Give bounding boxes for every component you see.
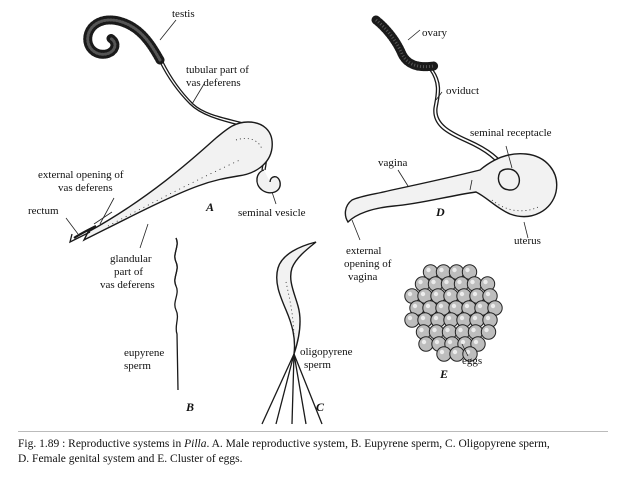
egg-highlight [485, 291, 491, 297]
label-tubular-part-2: vas deferens [186, 77, 241, 89]
oligopyrene-sperm [261, 241, 323, 425]
egg-highlight [433, 315, 439, 321]
egg-highlight [465, 267, 470, 273]
egg-highlight [420, 315, 426, 321]
egg-highlight [490, 303, 496, 309]
seminal-receptacle [497, 168, 521, 191]
egg-highlight [464, 303, 470, 309]
label-external-opening-vagina-3: vagina [348, 271, 377, 283]
ovary [371, 15, 439, 72]
egg-highlight [445, 327, 450, 333]
label-external-opening-2: vas deferens [58, 182, 113, 194]
label-seminal-vesicle: seminal vesicle [238, 207, 306, 219]
egg-cluster [404, 264, 503, 362]
egg-highlight [407, 315, 413, 321]
egg-highlight [483, 279, 488, 285]
egg-highlight [447, 339, 453, 345]
label-rectum: rectum [28, 205, 59, 217]
label-glandular: glandular [110, 253, 152, 265]
female-genital-system [344, 15, 558, 241]
egg-highlight [444, 279, 449, 285]
egg-highlight [452, 267, 457, 273]
label-oligopyrene-2: sperm [304, 359, 331, 371]
egg-highlight [421, 339, 427, 345]
egg-highlight [407, 291, 413, 297]
egg [462, 346, 478, 362]
egg-highlight [425, 303, 431, 309]
egg [418, 336, 434, 352]
label-eupyrene: eupyrene [124, 347, 164, 359]
egg-highlight [420, 291, 426, 297]
caption-divider [18, 431, 608, 432]
egg-highlight [418, 279, 423, 285]
panel-label-d: D [435, 205, 445, 219]
egg-highlight [412, 303, 418, 309]
label-external-opening: external opening of [38, 169, 124, 181]
egg-highlight [471, 327, 476, 333]
label-glandular-3: vas deferens [100, 279, 155, 291]
egg-highlight [470, 279, 475, 285]
egg [404, 312, 420, 328]
label-oviduct: oviduct [446, 85, 479, 97]
egg-highlight [434, 339, 440, 345]
egg-highlight [438, 303, 444, 309]
egg-highlight [460, 339, 466, 345]
egg-highlight [457, 279, 462, 285]
label-glandular-2: part of [114, 266, 143, 278]
caption-line1: . A. Male reproductive system, B. Eupyre… [206, 438, 550, 450]
egg-highlight [433, 291, 439, 297]
panel-label-c: C [316, 400, 325, 414]
egg-highlight [431, 279, 436, 285]
glandular-vas-deferens [82, 121, 273, 242]
egg-highlight [477, 303, 483, 309]
egg-highlight [432, 327, 437, 333]
panel-label-b: B [185, 400, 194, 414]
label-tubular-part: tubular part of [186, 64, 249, 76]
egg-highlight [473, 339, 479, 345]
egg-highlight [452, 349, 458, 355]
egg-highlight [446, 291, 452, 297]
male-reproductive-system [65, 15, 281, 249]
figure-caption: Fig. 1.89 : Reproductive systems in Pill… [18, 437, 618, 467]
egg-highlight [439, 267, 444, 273]
seminal-vesicle [256, 169, 281, 194]
egg-highlight [419, 327, 424, 333]
label-uterus: uterus [514, 235, 541, 247]
egg-highlight [458, 327, 463, 333]
rectum [73, 225, 97, 239]
egg-highlight [439, 349, 445, 355]
egg-highlight [446, 315, 452, 321]
egg-highlight [485, 315, 491, 321]
egg [436, 346, 452, 362]
label-vagina: vagina [378, 157, 407, 169]
egg-highlight [451, 303, 457, 309]
egg-highlight [484, 327, 489, 333]
egg-highlight [426, 267, 431, 273]
egg-highlight [459, 291, 465, 297]
caption-line2: D. Female genital system and E. Cluster … [18, 453, 243, 465]
label-eupyrene-2: sperm [124, 360, 151, 372]
egg-highlight [459, 315, 465, 321]
caption-genus: Pilla [184, 438, 207, 450]
label-seminal-receptacle: seminal receptacle [470, 127, 552, 139]
egg [480, 324, 497, 340]
label-testis: testis [172, 8, 195, 20]
label-eggs: eggs [462, 355, 482, 367]
panel-label-e: E [439, 367, 448, 381]
label-ovary: ovary [422, 27, 448, 39]
egg [470, 336, 486, 352]
egg-highlight [472, 291, 478, 297]
caption-prefix: Fig. 1.89 : Reproductive systems in [18, 438, 185, 450]
egg-highlight [472, 315, 478, 321]
oviduct [429, 69, 505, 173]
label-external-opening-vagina: external [346, 245, 381, 257]
label-external-opening-vagina-2: opening of [344, 258, 392, 270]
label-oligopyrene: oligopyrene [300, 346, 353, 358]
eupyrene-sperm [174, 237, 179, 391]
panel-label-a: A [205, 200, 214, 214]
